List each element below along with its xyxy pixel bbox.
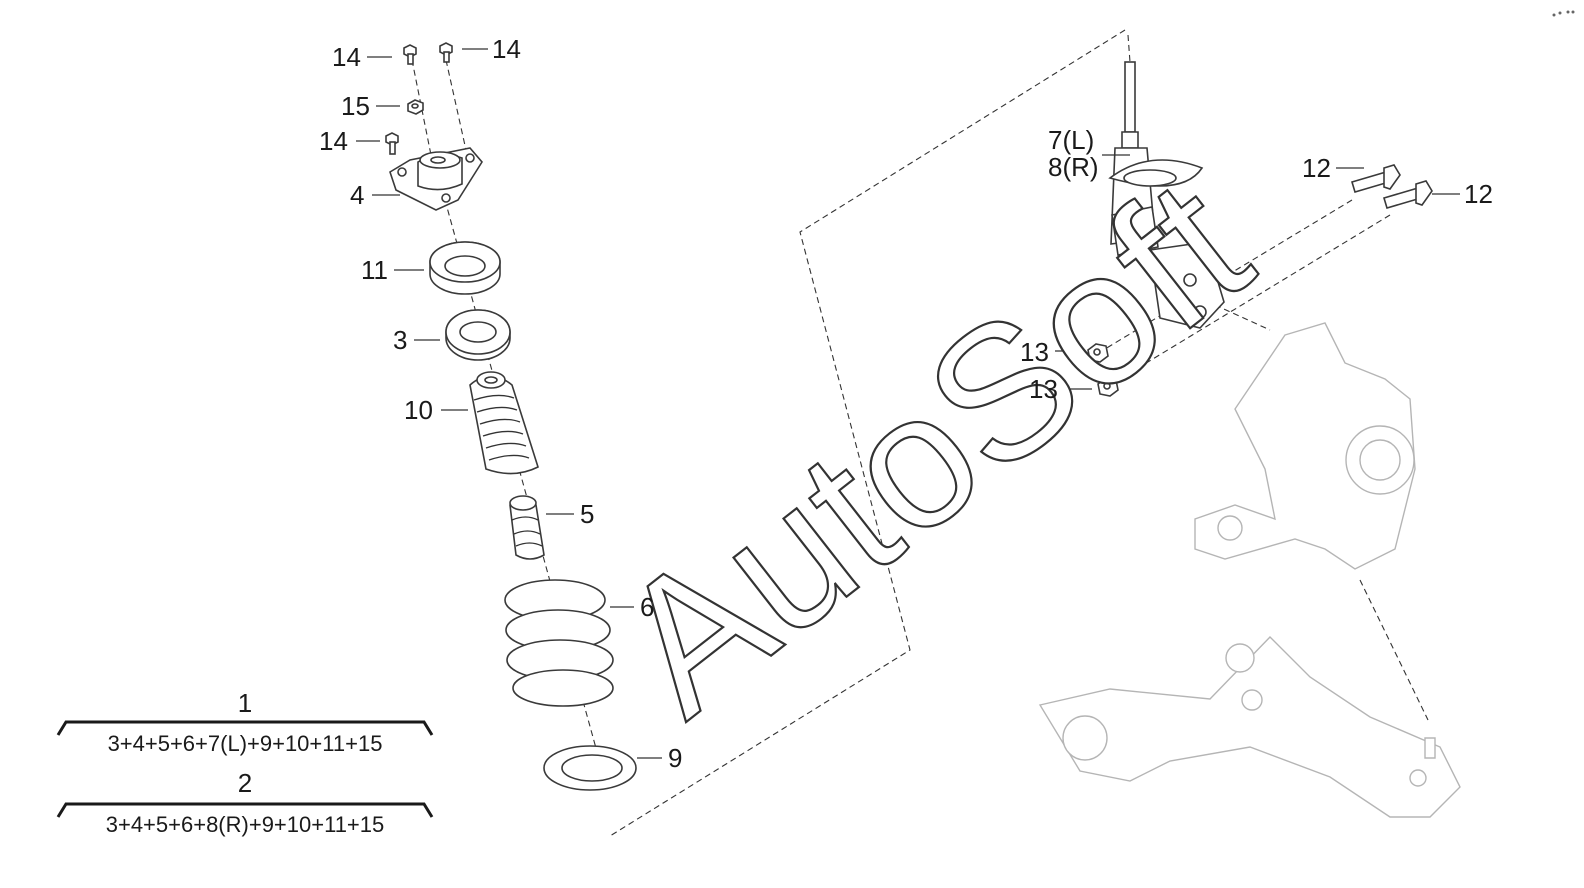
callout-mount: 4 <box>350 180 364 210</box>
bump-stop <box>509 495 545 560</box>
bolt-top-left <box>403 44 417 65</box>
assembly-formula-1: 3+4+5+6+7(L)+9+10+11+15 <box>108 731 383 756</box>
steering-knuckle <box>1194 322 1416 570</box>
callout-nut-upper: 13 <box>1020 337 1049 367</box>
leader-lines <box>356 48 1460 759</box>
callout-strut-right: 8(R) <box>1048 152 1099 182</box>
bolt-top-right <box>439 42 453 63</box>
nut-top <box>407 99 424 115</box>
nut-lower <box>1097 377 1119 397</box>
callout-bolt-mid-left: 14 <box>319 126 348 156</box>
assembly-formula-2: 3+4+5+6+8(R)+9+10+11+15 <box>106 812 385 837</box>
axis-bolt-upper <box>1099 199 1353 353</box>
bolt-mid-left <box>385 132 399 155</box>
callout-spring: 6 <box>640 592 654 622</box>
spring-seat-upper <box>445 309 511 361</box>
dust-boot <box>469 371 539 475</box>
assembly-legend: 1 3+4+5+6+7(L)+9+10+11+15 2 3+4+5+6+8(R)… <box>56 688 434 837</box>
callout-bolt-lower: 12 <box>1464 179 1493 209</box>
callout-nut-top: 15 <box>341 91 370 121</box>
bolt-lower <box>1383 180 1433 209</box>
spring-seat-lower <box>543 745 637 791</box>
assembly-bracket-1 <box>56 720 434 736</box>
axis-knuckle <box>1214 304 1271 331</box>
callout-bearing: 11 <box>361 255 388 285</box>
callout-lower-seat: 9 <box>668 743 682 773</box>
axis-left <box>411 59 441 201</box>
assembly-number-2: 2 <box>238 768 252 798</box>
callout-bolt-top-right: 14 <box>492 34 521 64</box>
axis-ball-joint <box>1359 579 1429 721</box>
callout-strut-left: 7(L) <box>1048 125 1094 155</box>
assembly-number-1: 1 <box>238 688 252 718</box>
strut-bearing <box>429 241 501 295</box>
callout-bump-stop: 5 <box>580 499 594 529</box>
assembly-bracket-2 <box>56 802 434 818</box>
axis-strut <box>1127 34 1131 63</box>
nut-upper <box>1087 343 1109 363</box>
axis-right <box>445 59 467 151</box>
corner-mark <box>1552 10 1575 17</box>
callout-bolt-top-left: 14 <box>332 42 361 72</box>
callout-labels: 14 14 15 14 4 11 3 10 5 6 9 7(L) 8(R) 12… <box>319 34 1493 773</box>
assembly-frame <box>609 29 1126 837</box>
lower-control-arm <box>1038 636 1461 818</box>
watermark-text: AutoSoft <box>580 139 1285 755</box>
axis-bolt-lower <box>1109 214 1391 386</box>
strut-mount <box>389 147 483 211</box>
callout-boot: 10 <box>404 395 433 425</box>
callout-nut-lower: 13 <box>1029 374 1058 404</box>
callout-bolt-upper: 12 <box>1302 153 1331 183</box>
callout-seat: 3 <box>393 325 407 355</box>
bolt-upper <box>1351 164 1401 193</box>
strut-assembly <box>1108 61 1225 329</box>
coil-spring <box>504 579 614 707</box>
